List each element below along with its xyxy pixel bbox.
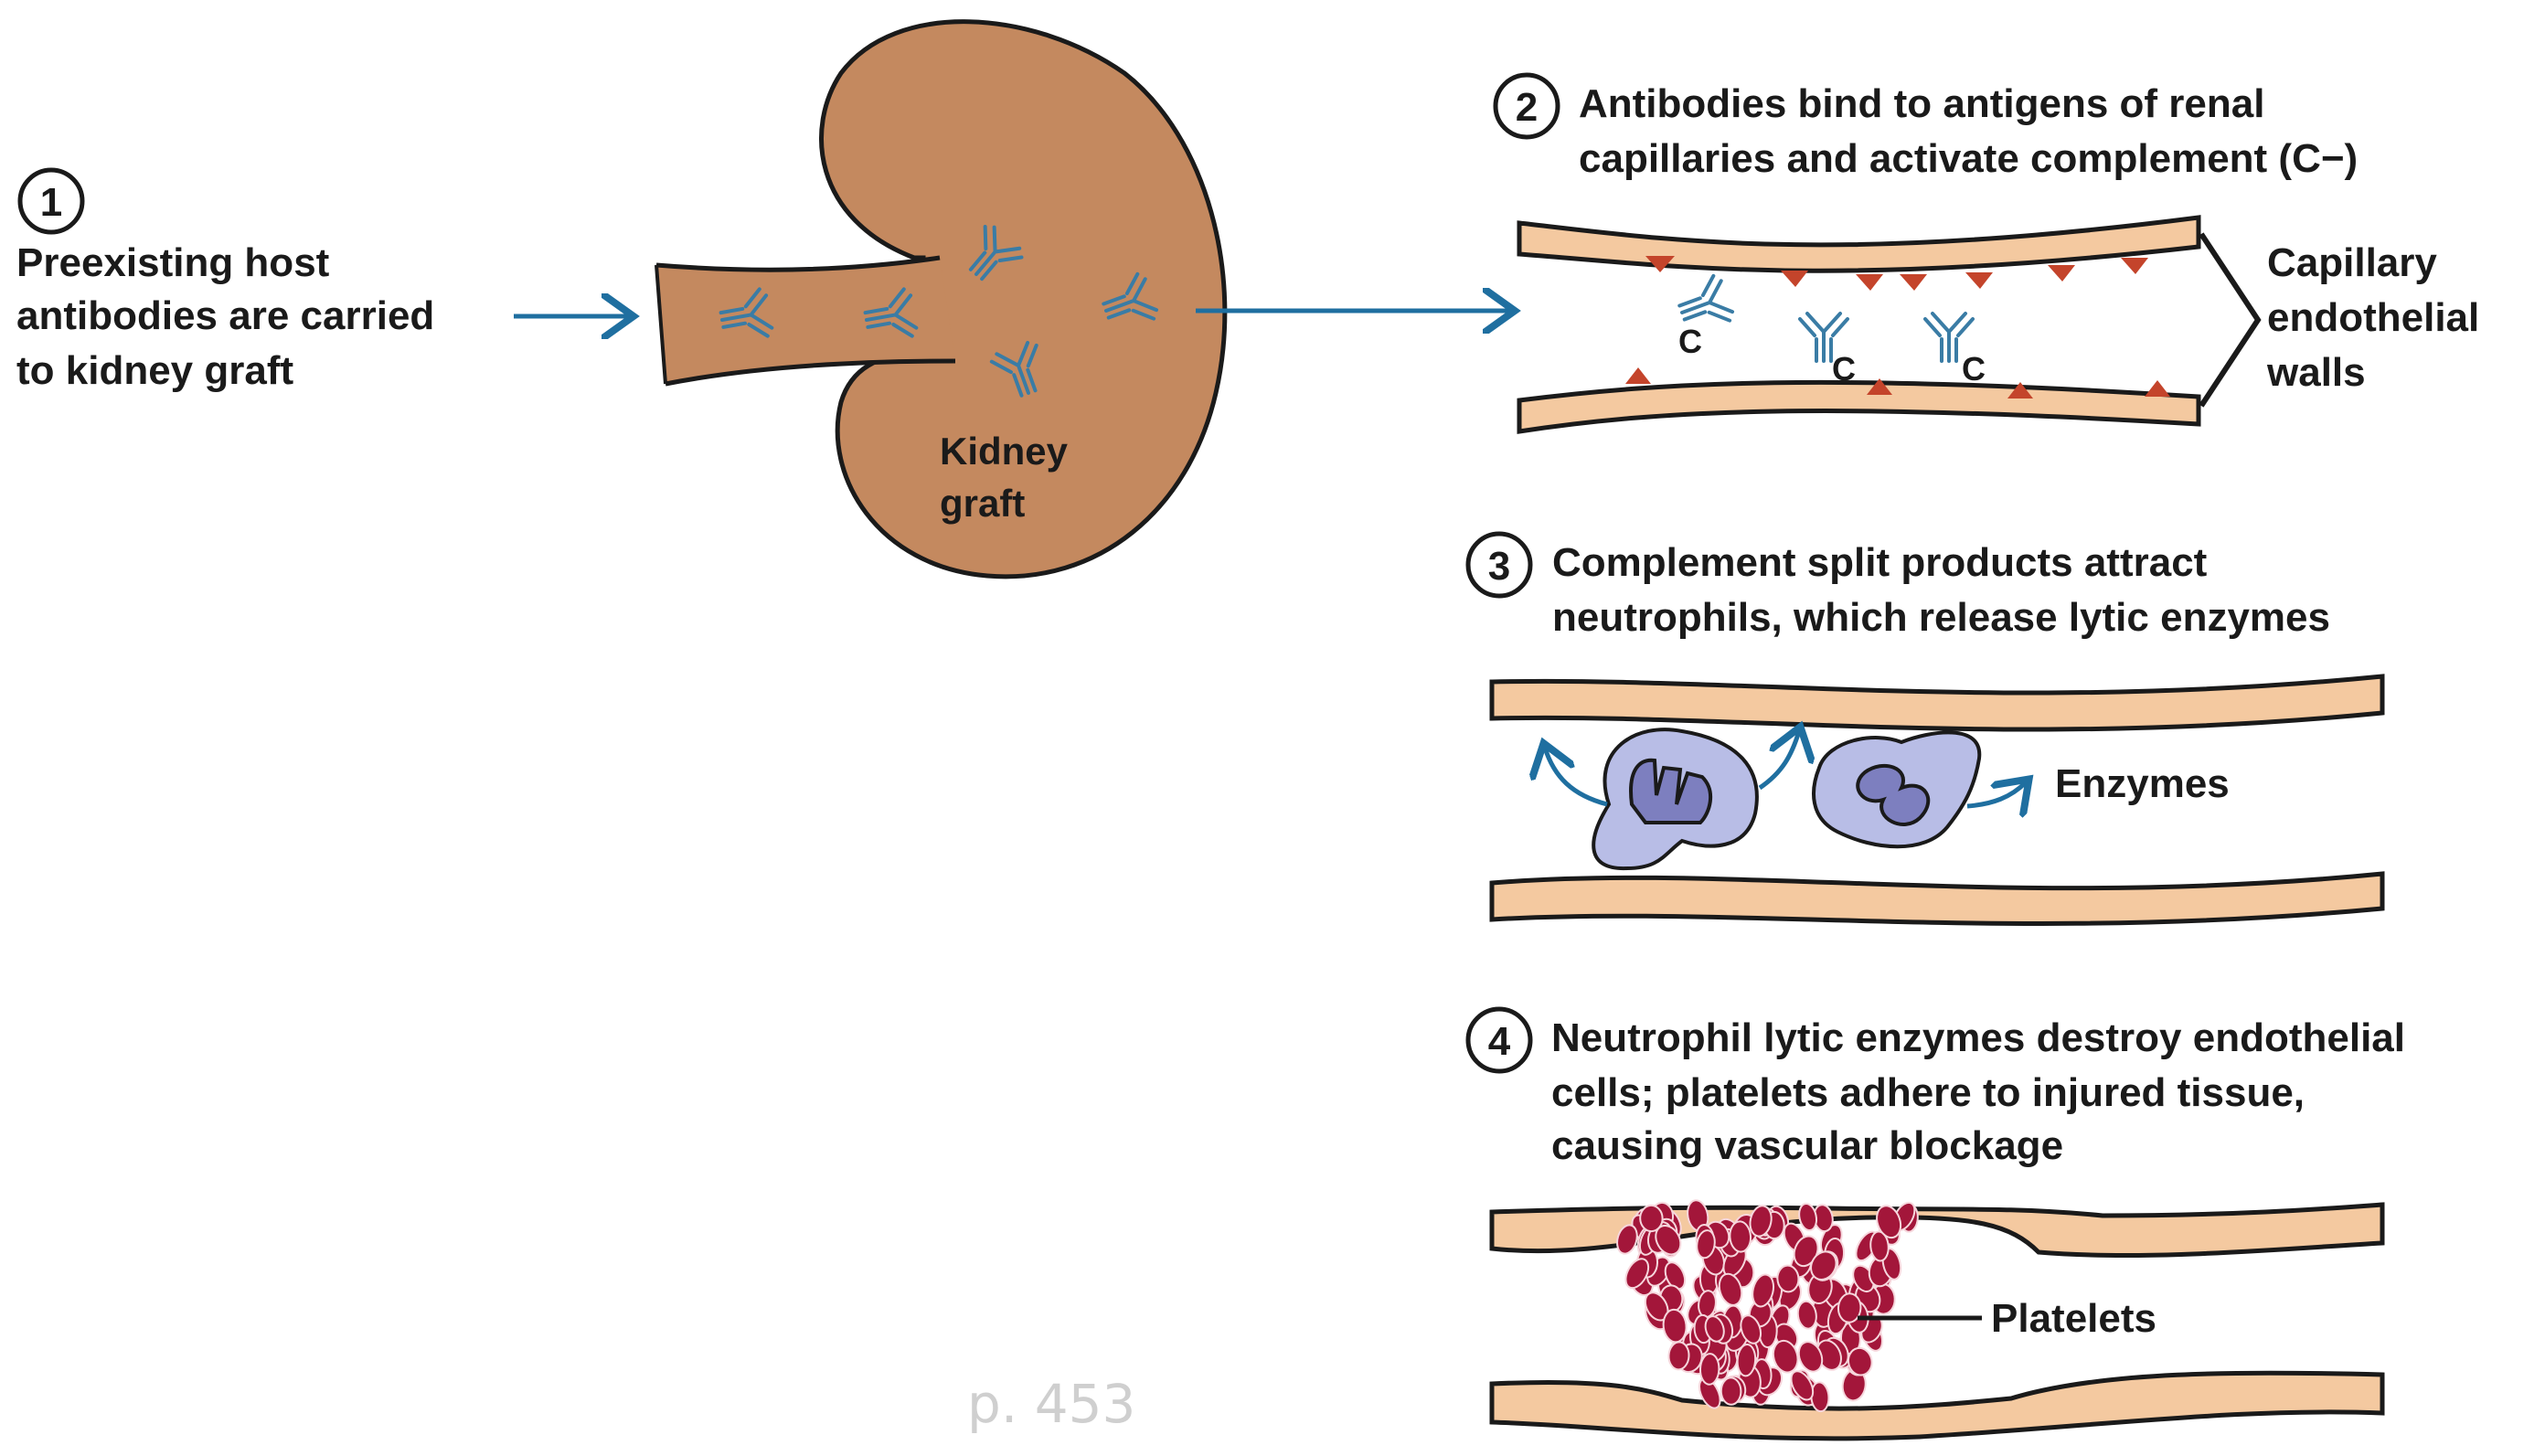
step3-number-circle bbox=[1465, 531, 1533, 599]
platelet-icon bbox=[1749, 1205, 1773, 1238]
complement-triangle-icon bbox=[1965, 272, 1993, 289]
kidney-label-line1: Kidney bbox=[940, 430, 1069, 473]
platelet-icon bbox=[1616, 1224, 1638, 1255]
step4-text-line3: causing vascular blockage bbox=[1551, 1123, 2063, 1168]
platelet-icon bbox=[1639, 1204, 1664, 1233]
platelet-icon bbox=[1736, 1344, 1757, 1377]
enzymes-label: Enzymes bbox=[2055, 761, 2230, 806]
platelet-icon bbox=[1810, 1250, 1837, 1281]
enzyme-arrow-icon bbox=[1966, 782, 2026, 806]
complement-triangles bbox=[1625, 256, 2170, 399]
step2-number-circle bbox=[1493, 72, 1560, 140]
step4-number: 4 bbox=[1488, 1019, 1511, 1064]
capillary-wall-bottom bbox=[1489, 1370, 2385, 1441]
step2-number: 2 bbox=[1516, 85, 1538, 130]
platelet-icon bbox=[1696, 1229, 1716, 1259]
platelet-icon bbox=[1869, 1230, 1890, 1262]
platelet-icon bbox=[1662, 1308, 1688, 1344]
step3-group: 3 Complement split products attract neut… bbox=[1465, 531, 2385, 926]
complement-triangle-icon bbox=[2048, 265, 2075, 282]
platelet-icon bbox=[1720, 1376, 1742, 1406]
complement-triangle-icon bbox=[2145, 380, 2170, 397]
capillary-wall-bottom bbox=[1489, 871, 2385, 926]
step1-text-line3: to kidney graft bbox=[16, 348, 293, 393]
step2-text-line2: capillaries and activate complement (C−) bbox=[1579, 136, 2358, 181]
kidney-vessel-fill bbox=[656, 258, 955, 384]
step1-number: 1 bbox=[40, 180, 62, 225]
platelet-icon bbox=[1664, 1261, 1687, 1291]
platelet-icon bbox=[1740, 1314, 1762, 1344]
platelet-icon bbox=[1704, 1315, 1725, 1343]
platelet-icon bbox=[1837, 1292, 1862, 1323]
complement-triangle-icon bbox=[1645, 256, 1675, 272]
platelet-cluster bbox=[1616, 1199, 1919, 1413]
enzyme-arrow-icon bbox=[1545, 748, 1608, 807]
neutrophil-icon bbox=[1592, 728, 1759, 871]
platelet-icon bbox=[1729, 1220, 1752, 1253]
wall-label-line2: endothelial bbox=[2267, 295, 2479, 340]
platelet-icon bbox=[1718, 1272, 1743, 1306]
platelet-icon bbox=[1847, 1346, 1873, 1376]
page-number: p. 453 bbox=[967, 1373, 1135, 1435]
step1-group: 1 Preexisting host antibodies are carrie… bbox=[16, 167, 629, 393]
platelet-icon bbox=[1698, 1353, 1720, 1386]
platelets-label: Platelets bbox=[1991, 1296, 2156, 1341]
complement-triangle-icon bbox=[1900, 274, 1927, 291]
kidney-graft: Kidney graft bbox=[655, 19, 1510, 579]
kidney-shape bbox=[819, 19, 1228, 579]
capillary-wall-bottom bbox=[1517, 379, 2201, 434]
platelet-icon bbox=[1876, 1205, 1902, 1239]
platelet-icon bbox=[1790, 1370, 1815, 1401]
complement-triangle-icon bbox=[1867, 378, 1892, 395]
platelet-icon bbox=[1796, 1300, 1817, 1330]
wall-label-line1: Capillary bbox=[2267, 240, 2437, 285]
kidney-label-line2: graft bbox=[940, 482, 1025, 525]
complement-label: C bbox=[1832, 350, 1856, 388]
platelet-icon bbox=[1797, 1341, 1824, 1373]
step3-text-line1: Complement split products attract bbox=[1552, 540, 2208, 585]
kidney-vessel-top bbox=[655, 255, 941, 272]
platelet-icon bbox=[1667, 1341, 1690, 1371]
platelet-icon bbox=[1798, 1202, 1818, 1232]
step1-number-circle bbox=[17, 167, 85, 235]
step1-text-line1: Preexisting host bbox=[16, 240, 330, 285]
wall-label-line3: walls bbox=[2266, 350, 2366, 395]
step2-group: 2 Antibodies bind to antigens of renal c… bbox=[1493, 72, 2479, 434]
complement-triangle-icon bbox=[1856, 274, 1883, 291]
platelet-icon bbox=[1752, 1273, 1775, 1308]
kidney-vessel-end bbox=[655, 264, 667, 385]
complement-triangle-icon bbox=[2121, 258, 2148, 274]
platelet-icon bbox=[1772, 1339, 1799, 1374]
complement-label: C bbox=[1678, 323, 1702, 360]
step4-text-line1: Neutrophil lytic enzymes destroy endothe… bbox=[1551, 1015, 2405, 1060]
enzyme-arrow-icon bbox=[1758, 731, 1799, 791]
capillary-wall-top bbox=[1489, 674, 2385, 732]
step3-number: 3 bbox=[1488, 544, 1510, 589]
capillary-wall-top bbox=[1517, 215, 2201, 273]
platelet-icon bbox=[1776, 1264, 1800, 1293]
step4-group: 4 Neutrophil lytic enzymes destroy endot… bbox=[1465, 1006, 2405, 1441]
complement-triangle-icon bbox=[1781, 271, 1808, 287]
step1-text-line2: antibodies are carried bbox=[16, 293, 434, 338]
complement-triangle-icon bbox=[1625, 367, 1651, 384]
wall-bracket bbox=[2199, 232, 2262, 408]
complement-label: C bbox=[1962, 350, 1986, 388]
neutrophil-icon bbox=[1812, 730, 1982, 849]
step2-text-line1: Antibodies bind to antigens of renal bbox=[1579, 81, 2264, 126]
complement-triangle-icon bbox=[2007, 382, 2033, 399]
platelet-icon bbox=[1624, 1258, 1650, 1290]
step4-text-line2: cells; platelets adhere to injured tissu… bbox=[1551, 1070, 2305, 1115]
step3-text-line2: neutrophils, which release lytic enzymes bbox=[1552, 595, 2330, 640]
kidney-vessel-bottom bbox=[665, 358, 956, 387]
step4-number-circle bbox=[1465, 1006, 1533, 1074]
